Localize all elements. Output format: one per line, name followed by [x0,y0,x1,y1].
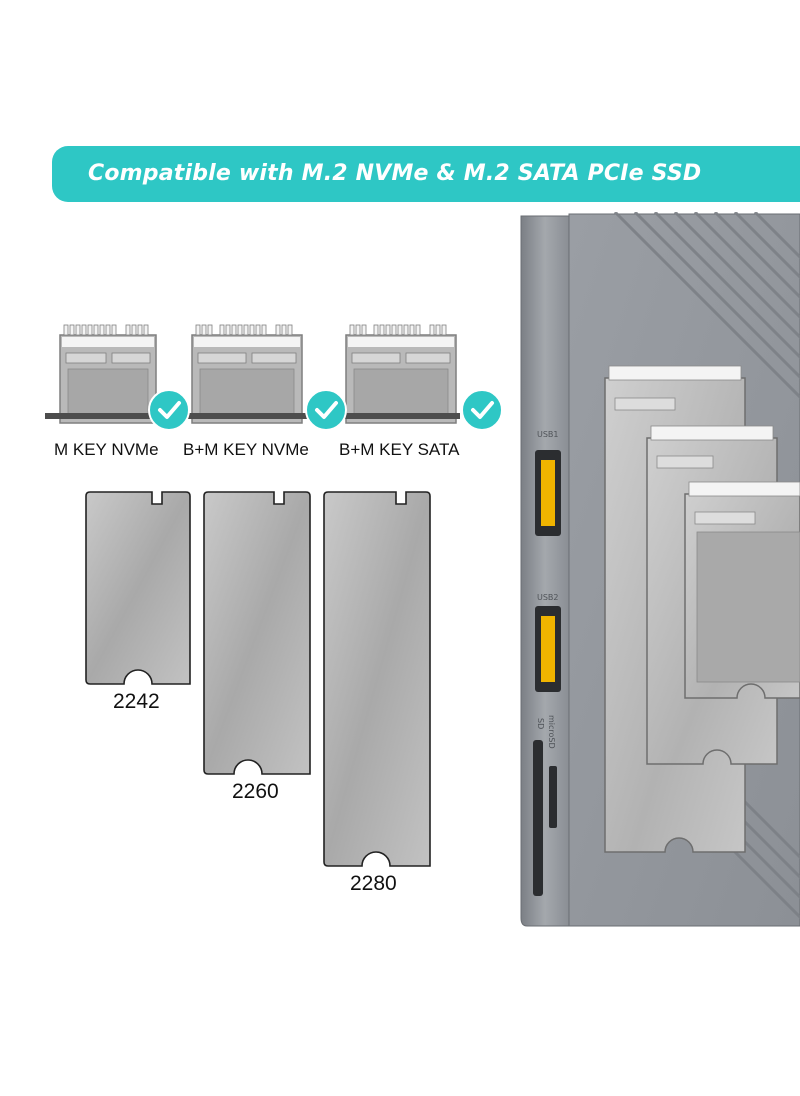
ssd-card-small [684,481,800,699]
ssd-2242-card [85,491,191,685]
key-type-illustrations [45,324,460,424]
sd-slot [533,740,543,896]
usb2-port-label: USB2 [537,593,559,602]
size-label: 2260 [232,780,279,803]
ssd-2260-card [203,491,311,775]
size-label: 2280 [350,872,397,895]
ssd-2280-card [323,491,431,867]
bm-key-sata-module [345,324,457,424]
checkmark-icon [305,389,347,431]
slot-base-line [188,413,310,419]
key-type-label: M KEY NVMe [54,440,159,459]
m-key-module [59,324,157,424]
key-type-label: B+M KEY SATA [339,440,460,459]
key-type-label: B+M KEY NVMe [183,440,309,459]
compatibility-banner [52,146,800,202]
slot-base-line [340,413,460,419]
slot-base-line [45,413,160,419]
banner-title: Compatible with M.2 NVMe & M.2 SATA PCIe… [88,161,702,186]
usb1-port-label: USB1 [537,430,559,439]
enclosure-device [520,212,800,927]
microsd-slot [549,766,557,828]
microsd-slot-label: microSD [547,715,556,749]
sd-slot-label: SD [536,718,545,730]
size-label: 2242 [113,690,160,713]
checkmark-icon [461,389,503,431]
bm-key-nvme-module [191,324,303,424]
ssd-size-illustrations [85,491,431,867]
checkmark-icon [148,389,190,431]
